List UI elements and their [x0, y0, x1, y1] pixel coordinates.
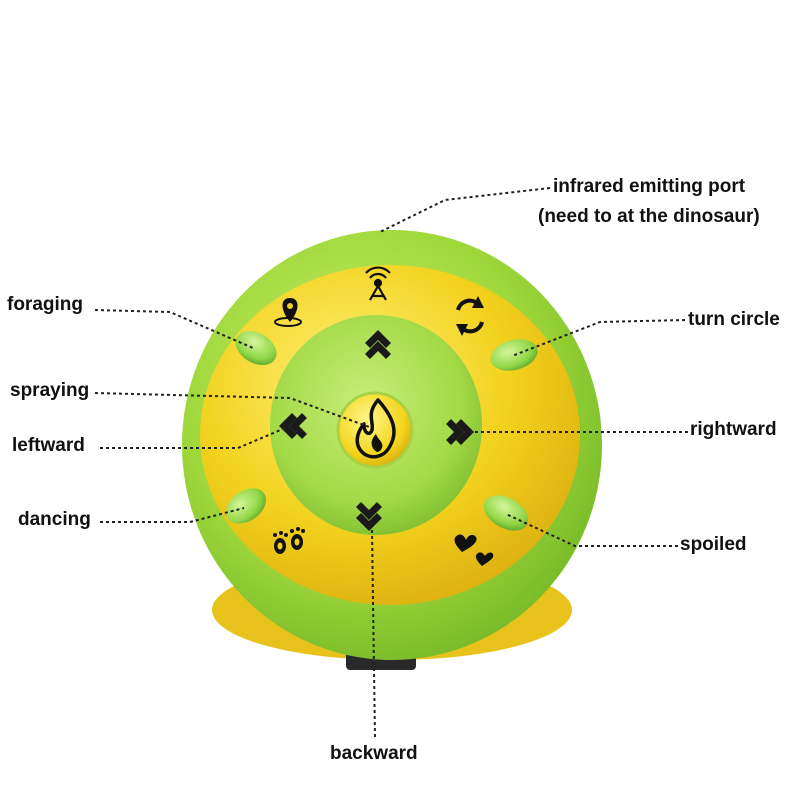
double-chevron-down-icon: [356, 502, 382, 531]
label-turn-circle: turn circle: [688, 309, 780, 330]
turn-circle-button[interactable]: [487, 334, 541, 375]
leader-lines: [94, 187, 688, 739]
label-leftward: leftward: [12, 435, 85, 456]
spoiled-button[interactable]: [478, 488, 535, 538]
hearts-icon: [454, 534, 494, 566]
spray-button[interactable]: [336, 391, 414, 469]
label-rightward: rightward: [690, 419, 777, 440]
label-spraying: spraying: [10, 380, 89, 401]
footprints-icon: [273, 527, 305, 554]
leader-infrared: [379, 187, 551, 233]
label-backward: backward: [330, 743, 418, 764]
label-dancing: dancing: [18, 509, 91, 530]
label-infrared-line1: infrared emitting port: [553, 176, 746, 197]
map-pin-icon: [274, 298, 302, 327]
leader-turn-circle: [511, 319, 686, 357]
foraging-button[interactable]: [229, 324, 282, 372]
dancing-button[interactable]: [219, 481, 272, 531]
forward-button[interactable]: [365, 330, 391, 359]
leader-dancing: [100, 507, 245, 523]
leader-spoiled: [505, 513, 678, 547]
label-foraging: foraging: [7, 294, 83, 315]
flame-icon: [355, 398, 396, 459]
leader-backward: [371, 529, 376, 739]
double-chevron-up-icon: [365, 330, 391, 359]
label-spoiled: spoiled: [680, 534, 747, 555]
antenna-signal-icon: [365, 266, 391, 301]
backward-button[interactable]: [356, 502, 382, 531]
label-infrared-line2: (need to at the dinosaur): [538, 206, 760, 227]
leader-spraying: [94, 392, 373, 429]
rotate-arrows-icon: [456, 296, 484, 336]
leader-foraging: [94, 309, 254, 349]
leader-leftward: [100, 425, 291, 449]
